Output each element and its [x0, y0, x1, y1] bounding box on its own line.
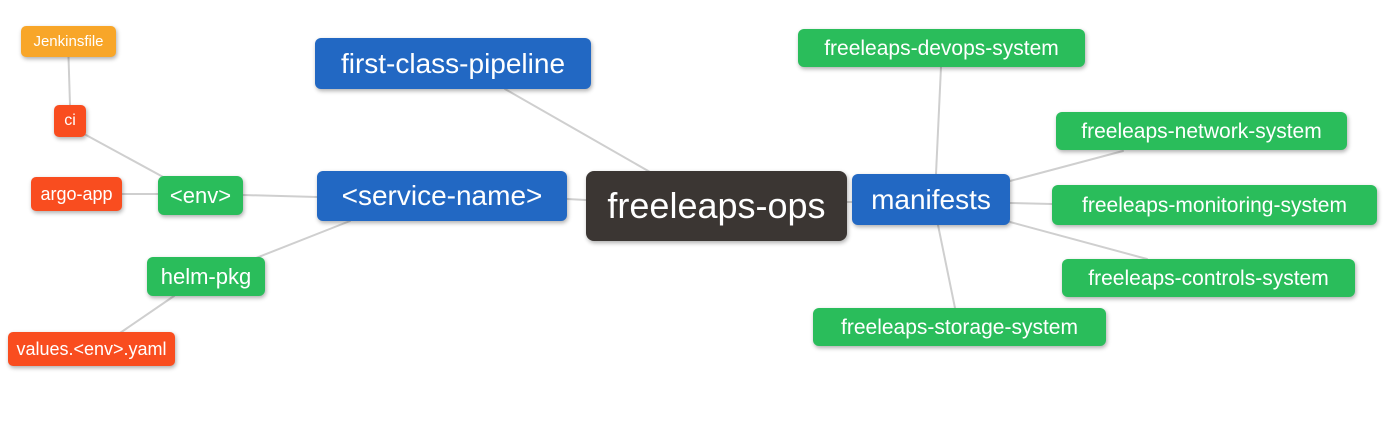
node-freeleaps-monitoring-system[interactable]: freeleaps-monitoring-system: [1052, 185, 1377, 225]
edge-manifests-controls: [1009, 221, 1148, 260]
node-freeleaps-network-system[interactable]: freeleaps-network-system: [1056, 112, 1347, 150]
node-freeleaps-devops-system[interactable]: freeleaps-devops-system: [798, 29, 1085, 67]
node-jenkinsfile[interactable]: Jenkinsfile: [21, 26, 116, 57]
edge-pipeline-freeleaps-ops: [504, 88, 651, 173]
edge-manifests-storage: [937, 224, 956, 309]
edge-manifests-devops: [935, 66, 942, 175]
node-helm-pkg[interactable]: helm-pkg: [147, 257, 265, 296]
edge-helm-pkg-values: [119, 295, 175, 334]
node-values-env-yaml[interactable]: values.<env>.yaml: [8, 332, 175, 366]
edge-jenkinsfile-ci: [67, 56, 71, 106]
node-env[interactable]: <env>: [158, 176, 243, 215]
node-argo-app[interactable]: argo-app: [31, 177, 122, 211]
edge-manifests-network: [1009, 150, 1124, 182]
node-first-class-pipeline[interactable]: first-class-pipeline: [315, 38, 591, 89]
edge-manifests-monitoring: [1009, 202, 1053, 205]
node-freeleaps-ops-root[interactable]: freeleaps-ops: [586, 171, 847, 241]
edge-env-service-name: [242, 194, 318, 198]
node-ci[interactable]: ci: [54, 105, 86, 137]
edge-service-name-helm-pkg: [255, 220, 351, 259]
edge-ci-env: [85, 134, 166, 179]
edge-service-name-ops: [566, 198, 587, 201]
node-freeleaps-storage-system[interactable]: freeleaps-storage-system: [813, 308, 1106, 346]
node-freeleaps-controls-system[interactable]: freeleaps-controls-system: [1062, 259, 1355, 297]
node-service-name[interactable]: <service-name>: [317, 171, 567, 221]
node-manifests[interactable]: manifests: [852, 174, 1010, 225]
